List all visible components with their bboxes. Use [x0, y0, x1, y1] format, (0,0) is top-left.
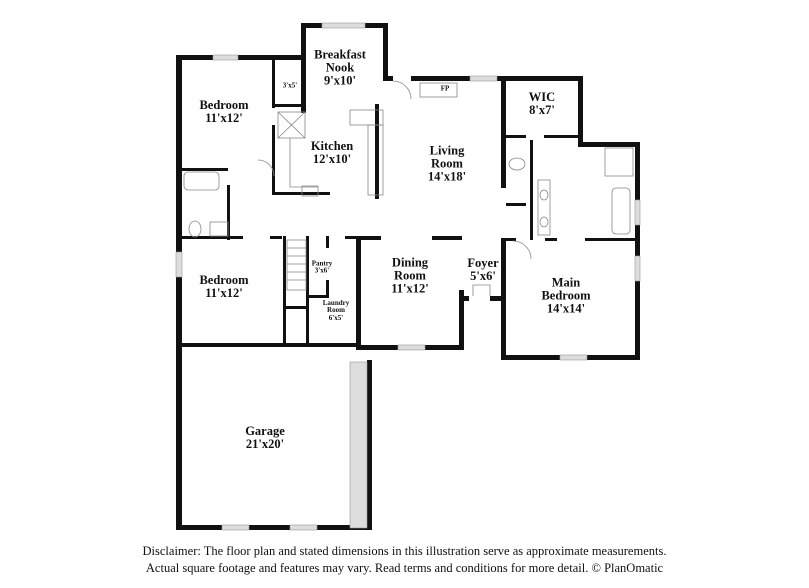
room-label-bedroom-2: Bedroom 11'x12': [199, 272, 249, 300]
room-name: Nook: [325, 60, 355, 75]
pantry-cabinet: [277, 111, 306, 139]
room-dims: 8'x7': [529, 103, 555, 117]
room-dims: 12'x10': [312, 152, 352, 166]
room-name: WIC: [528, 89, 556, 104]
room-label-dining-room: Dining Room 11'x12': [391, 255, 429, 296]
room-name: Main: [551, 275, 581, 290]
room-label-laundry: Laundry Room 6'x5': [322, 298, 350, 322]
room-label-closet: 3'x5': [282, 81, 298, 90]
room-dims: 9'x10': [324, 73, 356, 88]
fp-text: FP: [440, 84, 450, 93]
fireplace-label: FP: [440, 84, 450, 93]
room-dims: 11'x12': [391, 281, 429, 296]
toilet: [508, 157, 526, 171]
bathtub: [183, 171, 220, 191]
room-dims: 5'x6': [470, 269, 496, 283]
shower: [604, 147, 634, 177]
room-label-garage: Garage 21'x20': [245, 423, 285, 451]
fireplace: [419, 82, 458, 98]
room-dims: 11'x12': [205, 111, 243, 125]
room-name: Room: [431, 156, 463, 171]
room-label-main-bedroom: Main Bedroom 14'x14': [541, 275, 591, 316]
disclaimer-line-1: Disclaimer: The floor plan and stated di…: [142, 544, 667, 558]
room-name: Bedroom: [199, 272, 249, 287]
fixtures: [183, 80, 634, 296]
room-name: Foyer: [467, 255, 499, 270]
room-label-foyer: Foyer 5'x6': [467, 255, 499, 283]
room-dims: 14'x18': [427, 169, 467, 184]
room-dims: 3'x5': [282, 81, 298, 90]
room-name: Bedroom: [541, 288, 591, 303]
room-label-wic: WIC 8'x7': [528, 89, 556, 117]
room-label-pantry: Pantry 3'x6': [311, 259, 333, 276]
room-name: Breakfast: [314, 47, 366, 62]
room-dims: 14'x14': [546, 301, 586, 316]
room-dims: 3'x6': [314, 267, 330, 275]
room-name: Room: [327, 306, 345, 315]
room-dims: 11'x12': [205, 286, 243, 300]
room-name: Pantry: [311, 259, 333, 268]
room-name: Bedroom: [199, 97, 249, 112]
windows: [175, 22, 641, 531]
room-dims: 21'x20': [245, 437, 285, 451]
stairs: [286, 239, 307, 291]
room-name: Garage: [245, 423, 285, 438]
disclaimer-line-2: Actual square footage and features may v…: [145, 561, 664, 575]
room-label-bedroom-1: Bedroom 11'x12': [199, 97, 249, 125]
room-name: Laundry: [322, 298, 350, 307]
room-name: Kitchen: [310, 138, 354, 153]
room-name: Dining: [391, 255, 429, 270]
room-label-living-room: Living Room 14'x18': [427, 143, 467, 184]
room-name: Room: [394, 268, 426, 283]
room-name: Living: [429, 143, 465, 158]
walls: [176, 23, 640, 530]
room-dims: 6'x5': [328, 313, 344, 322]
bathtub: [611, 187, 631, 235]
room-label-breakfast-nook: Breakfast Nook 9'x10': [314, 47, 366, 88]
room-label-kitchen: Kitchen 12'x10': [310, 138, 354, 166]
toilet: [188, 220, 202, 238]
sink: [209, 221, 229, 237]
